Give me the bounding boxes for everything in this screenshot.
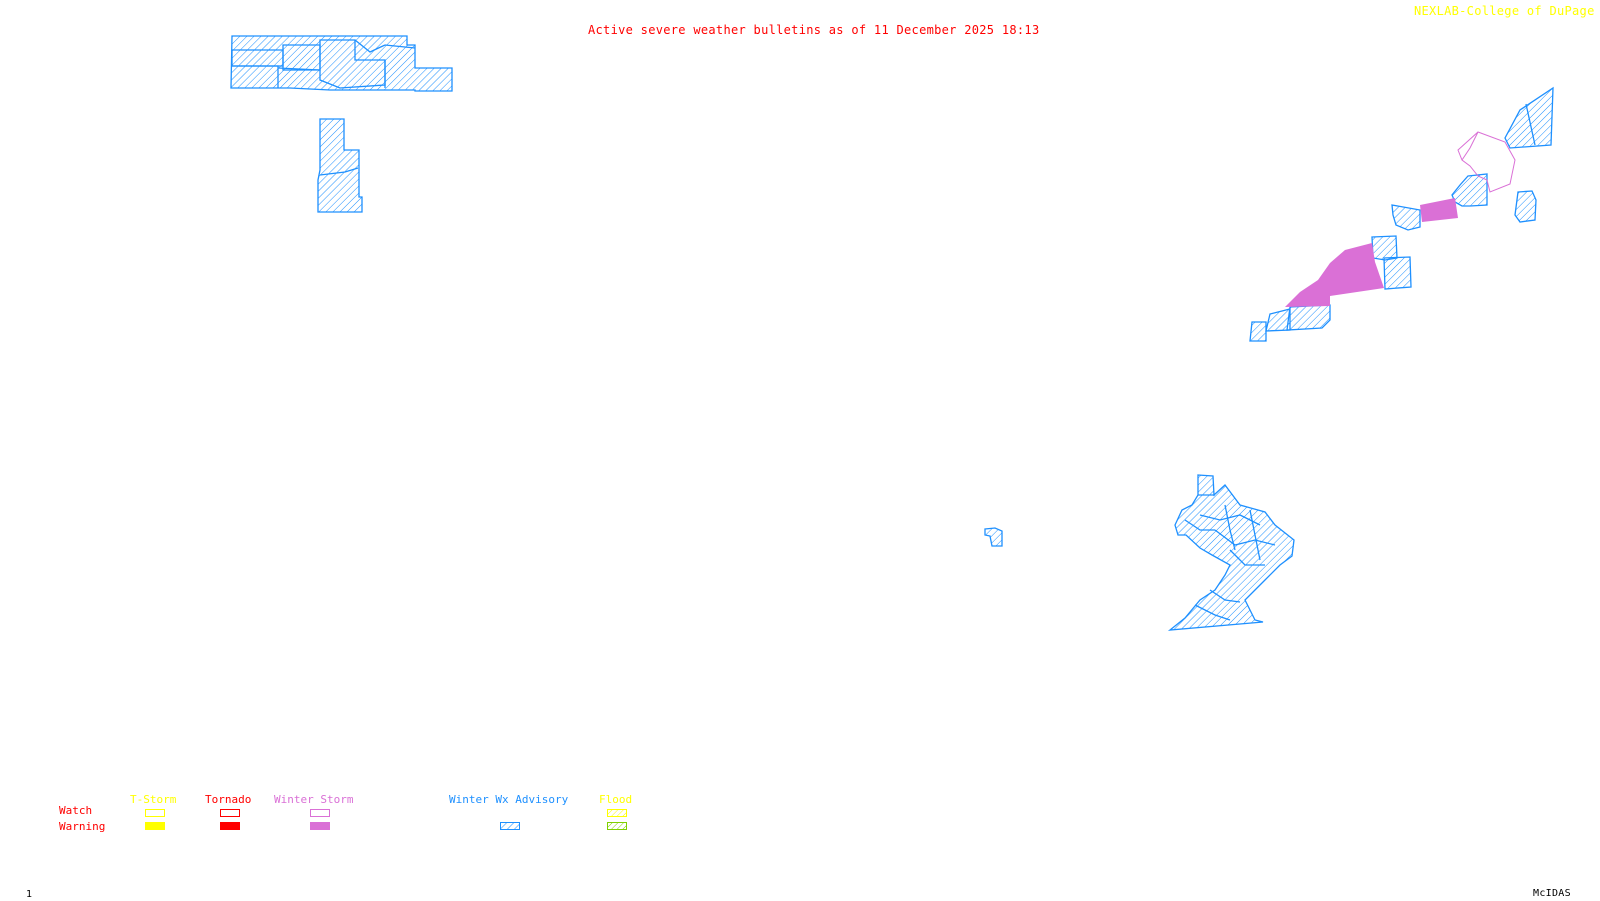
- frame-number: 1: [26, 889, 33, 900]
- legend-col-tornado: Tornado: [205, 793, 252, 806]
- southeast-advisory-cluster[interactable]: [1167, 474, 1295, 631]
- page-title: Active severe weather bulletins as of 11…: [588, 23, 1040, 37]
- tstorm-watch-swatch: [145, 809, 165, 817]
- northeast-winter-storm-warning[interactable]: [1285, 198, 1458, 307]
- winter-storm-warning-swatch: [310, 822, 330, 830]
- legend-col-tstorm: T-Storm: [130, 793, 177, 806]
- northeast-winter-storm-watch[interactable]: [1457, 131, 1516, 193]
- legend-col-winter-storm: Winter Storm: [274, 793, 354, 806]
- legend-row-watch: Watch: [59, 804, 93, 817]
- small-advisory-area[interactable]: [984, 527, 1003, 547]
- legend-col-flood: Flood: [599, 793, 633, 806]
- northeast-advisory[interactable]: [1249, 86, 1554, 342]
- credit-text: NEXLAB-College of DuPage: [1414, 4, 1595, 18]
- credit-label: NEXLAB-College of DuPage ⇱: [1414, 5, 1600, 17]
- legend-row-warning: Warning: [59, 820, 106, 833]
- software-label: McIDAS: [1533, 888, 1571, 899]
- tstorm-warning-swatch: [145, 822, 165, 830]
- winter-wx-advisory-warning-swatch: [500, 822, 520, 830]
- legend-col-winter-wx-advisory: Winter Wx Advisory: [449, 793, 569, 806]
- winter-storm-watch-swatch: [310, 809, 330, 817]
- flood-watch-swatch: [607, 809, 627, 817]
- northern-plains-advisory[interactable]: [230, 35, 453, 92]
- western-advisory-strip[interactable]: [317, 118, 363, 213]
- flood-warning-swatch: [607, 822, 627, 830]
- tornado-watch-swatch: [220, 809, 240, 817]
- tornado-warning-swatch: [220, 822, 240, 830]
